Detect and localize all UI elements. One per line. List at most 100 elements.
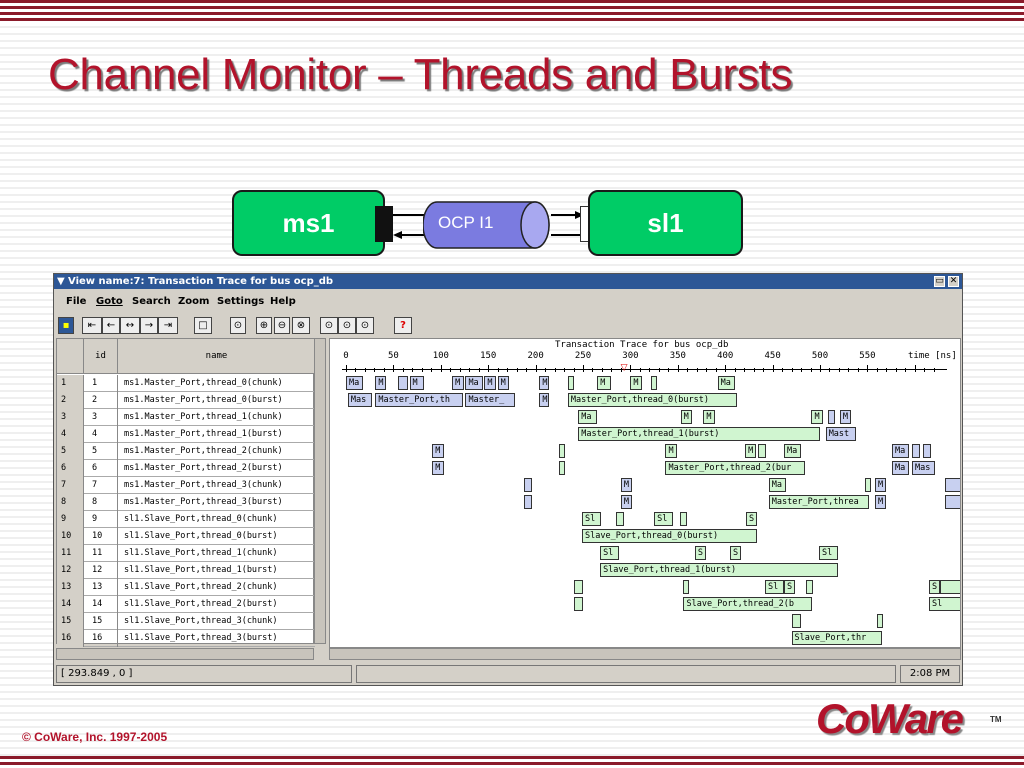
slave-transaction-bar[interactable]: Slave_Port,thr (791, 631, 882, 645)
slave-transaction-bar[interactable] (940, 580, 960, 594)
window-menu-chevron-icon[interactable]: ▼ (57, 276, 65, 287)
save-icon[interactable]: ▪ (58, 317, 74, 334)
zoom-icon[interactable]: ⊙ (230, 317, 246, 334)
slave-transaction-bar[interactable]: Sl (765, 580, 784, 594)
master-transaction-bar[interactable] (945, 495, 960, 509)
slave-transaction-bar[interactable] (616, 512, 624, 526)
slave-transaction-bar[interactable]: Ma (578, 410, 598, 424)
master-transaction-bar[interactable] (945, 478, 960, 492)
slave-transaction-bar[interactable]: Sl (929, 597, 960, 611)
master-transaction-bar[interactable] (398, 376, 408, 390)
slave-transaction-bar[interactable]: Master_Port,thread_1(burst) (578, 427, 820, 441)
zoom-out-icon[interactable]: ⊖ (274, 317, 290, 334)
slave-transaction-bar[interactable]: Ma (768, 478, 786, 492)
master-transaction-bar[interactable] (524, 478, 532, 492)
zoom-xy-icon[interactable]: ⊙ (356, 317, 374, 334)
master-transaction-bar[interactable] (827, 410, 836, 424)
slave-transaction-bar[interactable]: Ma (783, 444, 802, 458)
table-horizontal-scrollbar[interactable] (56, 648, 314, 660)
slave-transaction-bar[interactable]: Slave_Port,thread_0(burst) (582, 529, 758, 543)
master-transaction-bar[interactable]: M (874, 495, 887, 509)
master-transaction-bar[interactable] (911, 444, 920, 458)
zoom-fit-icon[interactable]: ⊗ (292, 317, 310, 334)
slave-transaction-bar[interactable]: M (703, 410, 715, 424)
slave-transaction-bar[interactable] (573, 580, 583, 594)
slave-transaction-bar[interactable]: Sl (654, 512, 674, 526)
master-transaction-bar[interactable]: M (497, 376, 510, 390)
slave-transaction-bar[interactable]: M (811, 410, 823, 424)
slave-transaction-bar[interactable] (559, 444, 566, 458)
slave-transaction-bar[interactable] (864, 478, 872, 492)
master-transaction-bar[interactable]: Mas (911, 461, 935, 475)
slave-transaction-bar[interactable]: Slave_Port,thread_1(burst) (600, 563, 838, 577)
master-transaction-bar[interactable]: Ma (346, 376, 364, 390)
slave-transaction-bar[interactable]: S (746, 512, 758, 526)
master-transaction-bar[interactable]: Ma (892, 444, 910, 458)
master-transaction-bar[interactable]: Ma (892, 461, 910, 475)
master-transaction-bar[interactable]: M (484, 376, 496, 390)
slave-transaction-bar[interactable]: Master_Port,threa (768, 495, 870, 509)
time-cursor-marker[interactable]: ▽ (620, 363, 628, 373)
master-transaction-bar[interactable]: Mast (825, 427, 857, 441)
slave-transaction-bar[interactable]: S (929, 580, 941, 594)
slave-transaction-bar[interactable]: M (665, 444, 677, 458)
menu-goto[interactable]: Goto (96, 296, 123, 307)
master-transaction-bar[interactable]: Master_Port,th (375, 393, 463, 407)
menu-search[interactable]: Search (132, 296, 171, 307)
slave-transaction-bar[interactable]: M (680, 410, 693, 424)
help-icon[interactable]: ? (394, 317, 412, 334)
slave-transaction-bar[interactable]: Master_Port,thread_2(bur (665, 461, 805, 475)
master-transaction-bar[interactable]: Master_ (465, 393, 515, 407)
slave-transaction-bar[interactable]: S (729, 546, 742, 560)
slave-transaction-bar[interactable] (567, 376, 574, 390)
master-transaction-bar[interactable]: M (539, 376, 549, 390)
slave-transaction-bar[interactable]: Slave_Port,thread_2(b (683, 597, 813, 611)
slave-transaction-bar[interactable]: Master_Port,thread_0(burst) (567, 393, 737, 407)
shrink-icon[interactable]: ↔ (120, 317, 140, 334)
master-transaction-bar[interactable] (524, 495, 532, 509)
master-transaction-bar[interactable]: M (539, 393, 549, 407)
slave-transaction-bar[interactable] (758, 444, 766, 458)
menu-file[interactable]: File (66, 296, 87, 307)
go-first-icon[interactable]: ⇤ (82, 317, 102, 334)
master-transaction-bar[interactable]: M (452, 376, 464, 390)
slave-transaction-bar[interactable]: M (630, 376, 642, 390)
master-transaction-bar[interactable]: Mas (347, 393, 372, 407)
slave-transaction-bar[interactable]: Ma (717, 376, 735, 390)
slave-transaction-bar[interactable]: M (745, 444, 757, 458)
master-transaction-bar[interactable] (923, 444, 931, 458)
slave-transaction-bar[interactable] (559, 461, 566, 475)
find-icon[interactable]: □ (194, 317, 212, 334)
master-transaction-bar[interactable]: M (874, 478, 887, 492)
slave-transaction-bar[interactable]: Sl (819, 546, 838, 560)
slave-transaction-bar[interactable] (683, 580, 690, 594)
header-name[interactable]: name (205, 351, 228, 361)
slave-transaction-bar[interactable]: S (783, 580, 796, 594)
menu-settings[interactable]: Settings (217, 296, 265, 307)
master-transaction-bar[interactable]: M (409, 376, 424, 390)
slave-transaction-bar[interactable] (573, 597, 583, 611)
minimize-icon[interactable]: ▭ (934, 276, 945, 287)
header-id[interactable]: id (84, 339, 118, 374)
trace-horizontal-scrollbar[interactable] (329, 648, 961, 660)
slave-transaction-bar[interactable]: S (694, 546, 707, 560)
slave-transaction-bar[interactable] (791, 614, 802, 628)
zoom-in-icon[interactable]: ⊕ (256, 317, 272, 334)
slave-transaction-bar[interactable] (876, 614, 883, 628)
master-transaction-bar[interactable]: M (620, 495, 633, 509)
slave-transaction-bar[interactable] (651, 376, 658, 390)
slave-transaction-bar[interactable]: Sl (600, 546, 620, 560)
master-transaction-bar[interactable]: M (375, 376, 386, 390)
